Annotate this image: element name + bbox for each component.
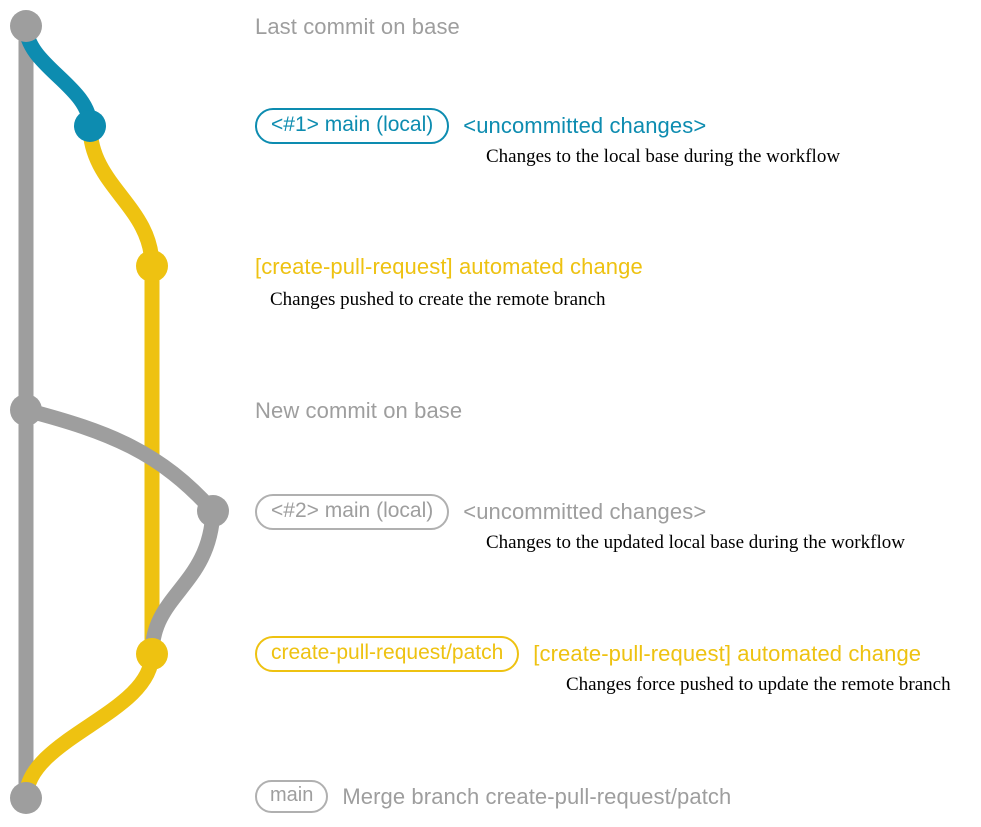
edge-automated-2-to-merge (18, 646, 160, 806)
commit-node-local-main-2[interactable] (197, 495, 229, 527)
commit-row-local-main-2: <#2> main (local) <uncommitted changes> (255, 494, 707, 531)
ref-pill-main[interactable]: main (255, 780, 329, 813)
commit-description-automated-change-1: Changes pushed to create the remote bran… (270, 289, 606, 310)
commit-row-local-main-1: <#1> main (local) <uncommitted changes> (255, 108, 707, 145)
commit-subject-local-main-1: <uncommitted changes> (463, 113, 707, 139)
spacer (449, 126, 463, 127)
edge-base-to-local-main-2 (18, 402, 221, 519)
edge-local-main-2-to-automated-2 (144, 503, 221, 662)
edge-local-main-1-to-automated-1 (82, 118, 160, 274)
commit-node-base-last-commit[interactable] (10, 10, 42, 42)
commit-label-last-commit-on-base: Last commit on base (255, 14, 460, 39)
commit-subject-automated-change-2: [create-pull-request] automated change (533, 641, 922, 667)
spacer (449, 512, 463, 513)
commit-description-local-main-2: Changes to the updated local base during… (486, 532, 905, 553)
spacer (519, 654, 533, 655)
commit-row-automated-change-2: create-pull-request/patch [create-pull-r… (255, 636, 922, 673)
commit-node-merge[interactable] (10, 782, 42, 814)
commit-node-local-main-1[interactable] (74, 110, 106, 142)
commit-node-automated-1[interactable] (136, 250, 168, 282)
commit-label-new-commit-on-base: New commit on base (255, 398, 463, 423)
ref-pill-create-pull-request-patch[interactable]: create-pull-request/patch (255, 636, 520, 673)
commit-description-local-main-1: Changes to the local base during the wor… (486, 146, 841, 167)
commit-row-merge: main Merge branch create-pull-request/pa… (255, 780, 731, 813)
ref-pill-local-main-1[interactable]: <#1> main (local) (255, 108, 450, 145)
commit-node-base-new-commit[interactable] (10, 394, 42, 426)
commit-subject-local-main-2: <uncommitted changes> (463, 499, 707, 525)
commit-node-automated-2[interactable] (136, 638, 168, 670)
commit-subject-automated-change-1: [create-pull-request] automated change (255, 254, 643, 279)
spacer (328, 796, 342, 797)
commit-description-automated-change-2: Changes force pushed to update the remot… (566, 674, 951, 695)
ref-pill-local-main-2[interactable]: <#2> main (local) (255, 494, 450, 531)
commit-subject-merge: Merge branch create-pull-request/patch (342, 783, 732, 809)
